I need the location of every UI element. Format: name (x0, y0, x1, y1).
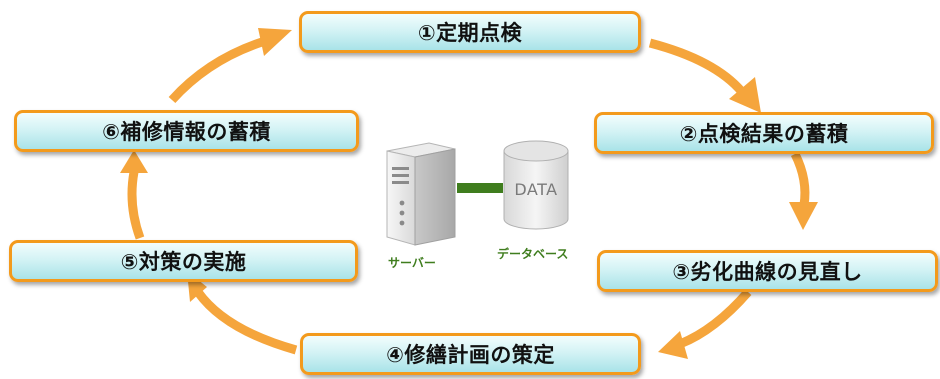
server-caption: サーバー (388, 256, 436, 270)
server-icon (386, 142, 456, 246)
arrow-5-to-6 (127, 171, 145, 240)
step-1-label: ①定期点検 (417, 21, 523, 45)
arrow-4-to-5 (194, 289, 298, 355)
arrow-6-to-1 (168, 37, 264, 104)
arrow-1-to-2 (648, 38, 746, 95)
step-2-label: ②点検結果の蓄積 (679, 122, 849, 146)
database-caption: データベース (497, 247, 569, 261)
server-database-connector (457, 183, 503, 193)
step-3-label: ③劣化曲線の見直し (672, 260, 863, 284)
arrow-2-to-3 (790, 151, 810, 206)
step-1-box: ①定期点検 (299, 11, 641, 53)
arrow-head-1 (729, 77, 761, 113)
step-6-box: ⑥補修情報の蓄積 (14, 110, 359, 152)
step-4-box: ④修繕計画の策定 (300, 333, 641, 375)
step-2-box: ②点検結果の蓄積 (594, 112, 934, 154)
step-4-label: ④修繕計画の策定 (386, 343, 555, 367)
arrow-head-3 (658, 331, 688, 359)
arrow-head-6 (258, 28, 292, 56)
database-icon (503, 140, 569, 230)
step-5-box: ⑤対策の実施 (9, 240, 358, 282)
arrow-3-to-4 (678, 289, 752, 349)
step-5-label: ⑤対策の実施 (120, 250, 247, 274)
step-3-box: ③劣化曲線の見直し (597, 250, 938, 292)
arrow-head-5 (120, 150, 148, 173)
step-6-label: ⑥補修情報の蓄積 (102, 120, 271, 144)
arrow-head-2 (789, 202, 818, 230)
database-label: DATA (514, 180, 558, 199)
